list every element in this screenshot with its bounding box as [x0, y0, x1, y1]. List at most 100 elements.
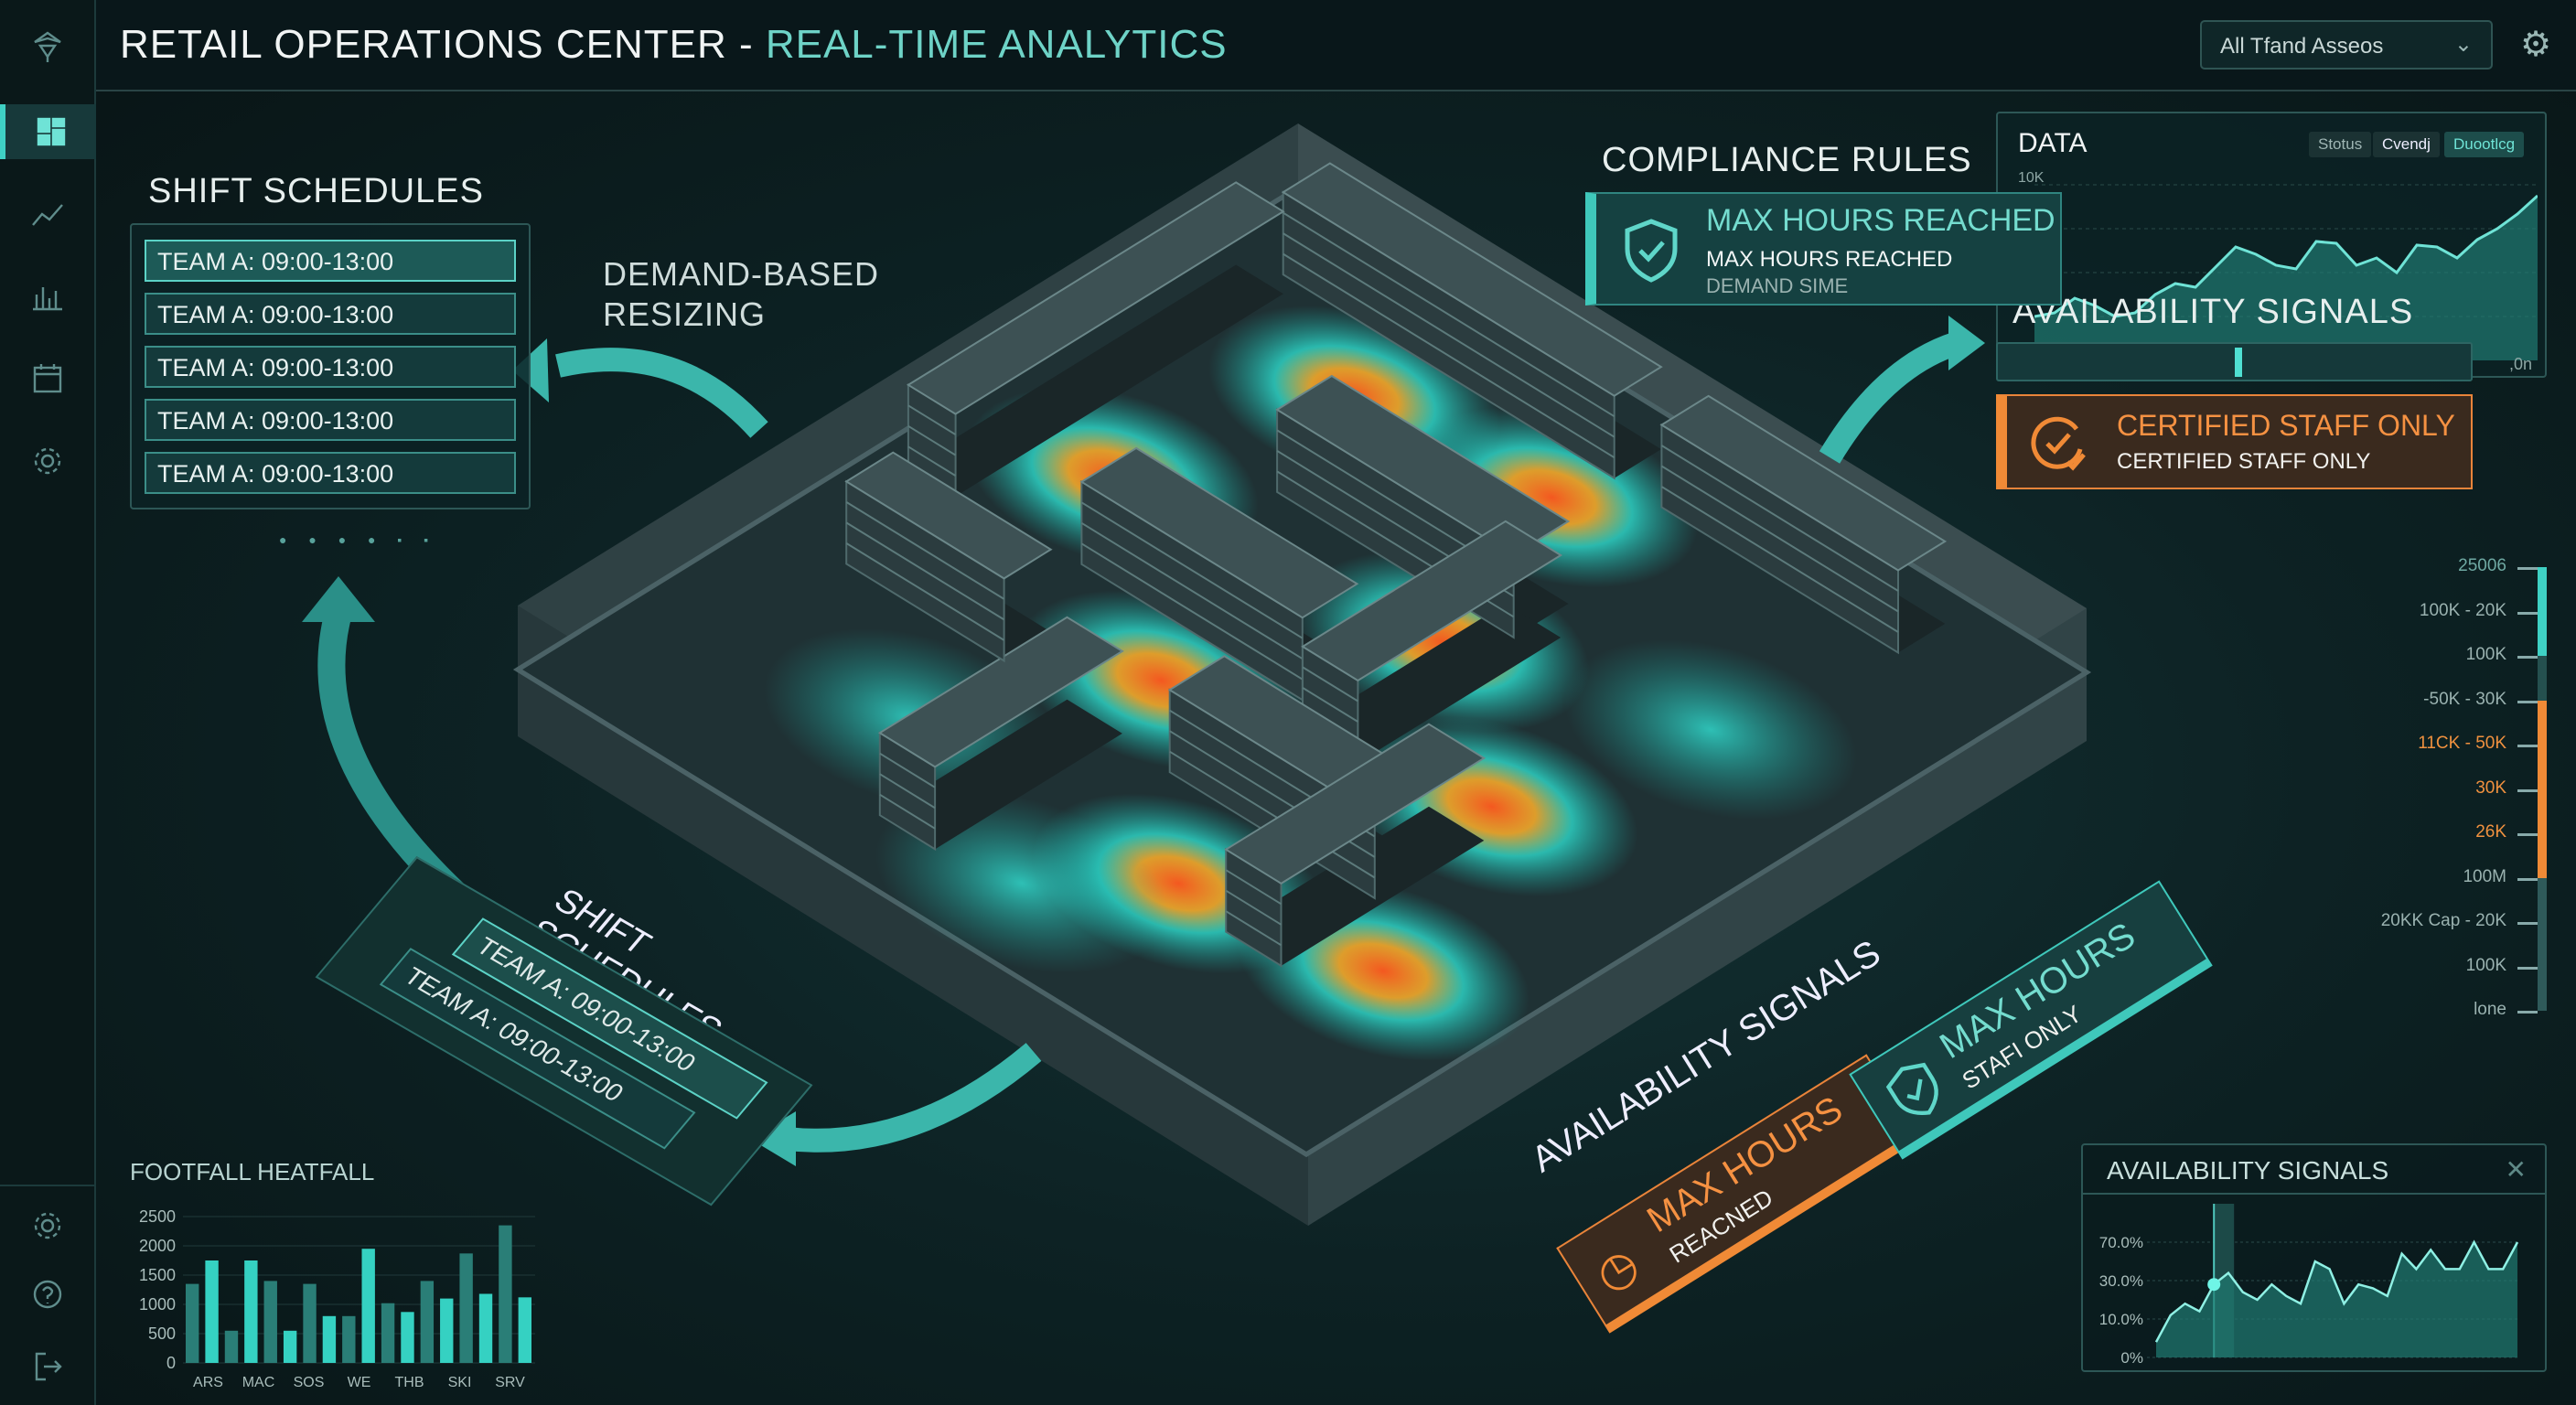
dashboard-icon — [37, 117, 65, 146]
shelf-footprint — [907, 264, 1283, 497]
footfall-bar — [518, 1297, 531, 1363]
y-tick-label: 2000 — [139, 1237, 176, 1255]
select-value: All Tfand Asseos — [2220, 34, 2384, 59]
footfall-bar — [499, 1225, 512, 1363]
footfall-bar — [440, 1298, 454, 1363]
footfall-bar — [303, 1283, 317, 1363]
tab-status[interactable]: Stotus — [2309, 132, 2372, 157]
sidebar-item-trends[interactable] — [20, 187, 75, 241]
help-icon — [33, 1280, 62, 1309]
page-title: RETAIL OPERATIONS CENTER - REAL-TIME ANA… — [120, 22, 1228, 68]
shift-row[interactable]: TEAM A: 09:00-13:00 — [145, 346, 516, 388]
iso-max-hours-teal[interactable]: MAX HOURS STAFI ONLY — [1849, 880, 2213, 1160]
shelf-top — [844, 451, 1053, 580]
scale-label: 100K — [2465, 645, 2506, 664]
x-tick-label: WE — [348, 1375, 371, 1390]
x-tick-label: SOS — [294, 1375, 325, 1390]
arrow-to-availability — [1819, 331, 1962, 464]
tab-duootlcg[interactable]: Duootlcg — [2444, 132, 2525, 157]
shelf-level — [1225, 869, 1283, 906]
sidebar-item-settings[interactable] — [20, 434, 75, 488]
data-line — [2034, 194, 2538, 318]
pager-dots[interactable]: ● ● ● ● ▪ ▪ — [279, 532, 438, 547]
x-tick-label: SRV — [495, 1375, 525, 1390]
y-tick-label: 30.0% — [2099, 1272, 2143, 1290]
shift-row[interactable]: TEAM A: 09:00-13:00 — [145, 399, 516, 441]
y-tick-label: 500 — [148, 1325, 176, 1343]
shelf-level — [907, 404, 957, 435]
shelf-level — [845, 501, 1005, 600]
logout-button[interactable] — [20, 1339, 75, 1394]
scale-label: -50K - 30K — [2423, 689, 2506, 709]
footfall-bar — [420, 1281, 435, 1363]
footfall-bar — [283, 1330, 297, 1363]
shelf-level — [1660, 486, 1899, 633]
tab-trend[interactable]: Cvendj — [2373, 132, 2440, 157]
sidebar-settings-button[interactable] — [20, 1198, 75, 1253]
close-icon[interactable]: ✕ — [2505, 1155, 2527, 1184]
shelf-level — [879, 773, 936, 810]
x-tick-label: SKI — [448, 1375, 472, 1390]
shift-row[interactable]: TEAM A: 09:00-13:00 — [145, 293, 516, 335]
scale-tick — [2517, 611, 2538, 615]
certified-sub: CERTIFIED STAFF ONLY — [2117, 449, 2371, 474]
shelf-footprint — [1303, 603, 1562, 764]
scale-segment-orange — [2538, 700, 2547, 878]
footfall-bar — [459, 1253, 473, 1363]
scale-label: 26K — [2475, 822, 2506, 842]
shift-row[interactable]: TEAM A: 09:00-13:00 — [145, 240, 516, 282]
availability-area — [2156, 1242, 2517, 1357]
bar-chart-icon — [33, 287, 62, 311]
slider-thumb[interactable] — [2234, 348, 2242, 377]
shelf-footprint — [879, 699, 1122, 850]
hover-point[interactable] — [2207, 1278, 2221, 1292]
asset-filter-select[interactable]: All Tfand Asseos⌄ — [2200, 20, 2493, 70]
y-tick-label: 10K — [2018, 170, 2045, 186]
arrow-head — [1948, 316, 1985, 370]
shift-row[interactable]: TEAM A: 09:00-13:00 — [145, 452, 516, 494]
title-accent: REAL-TIME ANALYTICS — [765, 22, 1228, 67]
shelf-level — [1283, 232, 1615, 438]
shield-check-icon — [1625, 219, 1678, 283]
y-tick-label: 0% — [2120, 1349, 2143, 1367]
shelf-level — [1660, 465, 1899, 613]
sidebar-item-dashboard[interactable] — [0, 104, 96, 159]
scale-label: 25006 — [2458, 556, 2506, 575]
footfall-bar — [381, 1303, 395, 1363]
title-main: RETAIL OPERATIONS CENTER - — [120, 22, 766, 67]
scale-segment-dim — [2538, 656, 2547, 701]
shift-schedules-title: SHIFT SCHEDULES — [148, 172, 484, 210]
demand-label-line1: DEMAND-BASED — [603, 255, 880, 293]
availability-chart-panel: AVAILABILITY SIGNALS ✕ 70.0%30.0%10.0%0% — [2081, 1143, 2547, 1372]
data-panel: DATA Stotus Cvendj Duootlcg 10K ,0n — [1996, 112, 2547, 378]
gear-icon — [34, 1212, 61, 1239]
scale-label: 30K — [2475, 778, 2506, 798]
footfall-bar — [322, 1315, 337, 1363]
availability-slider[interactable] — [1996, 342, 2473, 381]
shelf-level — [1169, 750, 1376, 879]
shelf-level — [845, 542, 1005, 641]
scale-tick — [2517, 788, 2538, 792]
shelf-level — [845, 521, 1005, 621]
shelf-level — [1080, 542, 1304, 681]
shelf-top — [1659, 394, 1948, 572]
shift-schedules-panel: TEAM A: 09:00-13:00 TEAM A: 09:00-13:00 … — [130, 223, 531, 509]
availability-end-label: ,0n — [2508, 355, 2532, 373]
sidebar-item-calendar[interactable] — [20, 351, 75, 406]
data-area — [2034, 196, 2538, 360]
settings-gear-icon[interactable]: ⚙ — [2520, 26, 2552, 64]
sidebar-item-analytics[interactable] — [20, 269, 75, 324]
sidebar — [0, 0, 96, 1405]
logout-icon — [35, 1352, 62, 1381]
compliance-card[interactable]: MAX HOURS REACHED MAX HOURS REACHED DEMA… — [1585, 192, 2062, 306]
footfall-bar — [186, 1283, 199, 1363]
help-button[interactable] — [20, 1267, 75, 1322]
shelf-level — [1302, 687, 1358, 723]
certified-staff-card[interactable]: CERTIFIED STAFF ONLY CERTIFIED STAFF ONL… — [1996, 394, 2473, 489]
arrow-up-left — [317, 609, 467, 906]
y-tick-label: 70.0% — [2099, 1234, 2143, 1251]
arrow-to-shift — [555, 348, 768, 438]
x-tick-label: MAC — [242, 1375, 275, 1390]
